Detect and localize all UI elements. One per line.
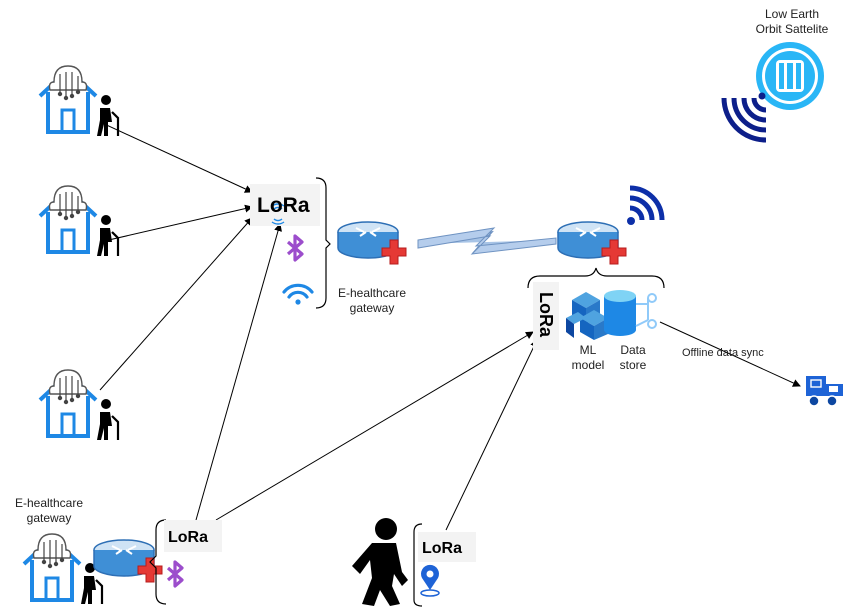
gateway-remote-label-line1: E-healthcare <box>14 496 84 510</box>
offline-sync-label: Offline data sync <box>682 347 764 359</box>
truck-icon <box>806 376 843 407</box>
lora-label-central: LoRa <box>536 292 556 338</box>
ml-model-label-line2: model <box>571 358 605 372</box>
link-home1-gateway <box>99 121 253 193</box>
link-remote-gateway <box>195 223 282 521</box>
data-store-icon <box>604 290 657 336</box>
gateway-remote-label-line2: gateway <box>26 511 72 525</box>
satellite-label-line1: Low Earth <box>764 7 820 21</box>
walking-person-icon <box>352 518 408 606</box>
gateway-main-label: E-healthcare gateway <box>322 286 422 316</box>
router-main-icon <box>337 221 407 265</box>
walker-device: LoRa <box>413 523 476 607</box>
central-server: LoRa <box>527 185 665 350</box>
bluetooth-remote-icon <box>166 560 184 588</box>
ml-model-label-line1: ML <box>579 343 597 357</box>
gateway-remote-label: E-healthcare gateway <box>4 496 94 526</box>
data-store-label: Data store <box>610 343 656 373</box>
location-pin-icon <box>420 564 440 597</box>
lora-module-remote <box>164 520 222 552</box>
link-home3-gateway <box>99 217 253 391</box>
gateway-remote: LoRa <box>93 519 222 605</box>
lora-label-remote: LoRa <box>168 529 208 546</box>
gateway-main-bracket <box>315 177 331 309</box>
gateway-main: LoRa <box>250 177 407 309</box>
router-central-icon <box>557 221 627 265</box>
ml-model-icon <box>566 292 608 340</box>
lora-label-walker: LoRa <box>422 540 462 557</box>
central-bracket <box>527 267 665 289</box>
satellite-label: Low Earth Orbit Sattelite <box>742 7 842 37</box>
connection-links <box>99 121 801 531</box>
link-offline-sync <box>659 321 801 387</box>
lora-module-main <box>250 184 320 226</box>
link-remote-central <box>215 331 534 521</box>
bluetooth-icon <box>286 234 304 262</box>
lora-module-central <box>533 282 559 350</box>
link-home2-gateway <box>99 204 253 243</box>
gateway-main-label-line2: gateway <box>349 301 395 315</box>
smart-home-3-icon <box>38 368 120 442</box>
satellite-icon <box>721 42 824 143</box>
lora-label-main: LoRa <box>257 194 310 217</box>
wireless-bolt-icon <box>417 227 557 255</box>
ml-model-label: ML model <box>566 343 610 373</box>
gateway-remote-bracket <box>149 519 167 605</box>
smart-home-4-icon <box>22 532 104 606</box>
satellite-label-line2: Orbit Sattelite <box>755 22 829 36</box>
smart-home-1-icon <box>38 64 120 138</box>
data-store-label-line1: Data <box>620 343 646 357</box>
smart-home-2-icon <box>38 184 120 258</box>
broadcast-signal-icon <box>627 185 665 225</box>
data-store-label-line2: store <box>619 358 647 372</box>
gateway-main-label-line1: E-healthcare <box>337 286 407 300</box>
link-walker-central <box>445 339 538 531</box>
lora-module-walker <box>418 532 476 562</box>
wifi-icon <box>282 283 314 305</box>
